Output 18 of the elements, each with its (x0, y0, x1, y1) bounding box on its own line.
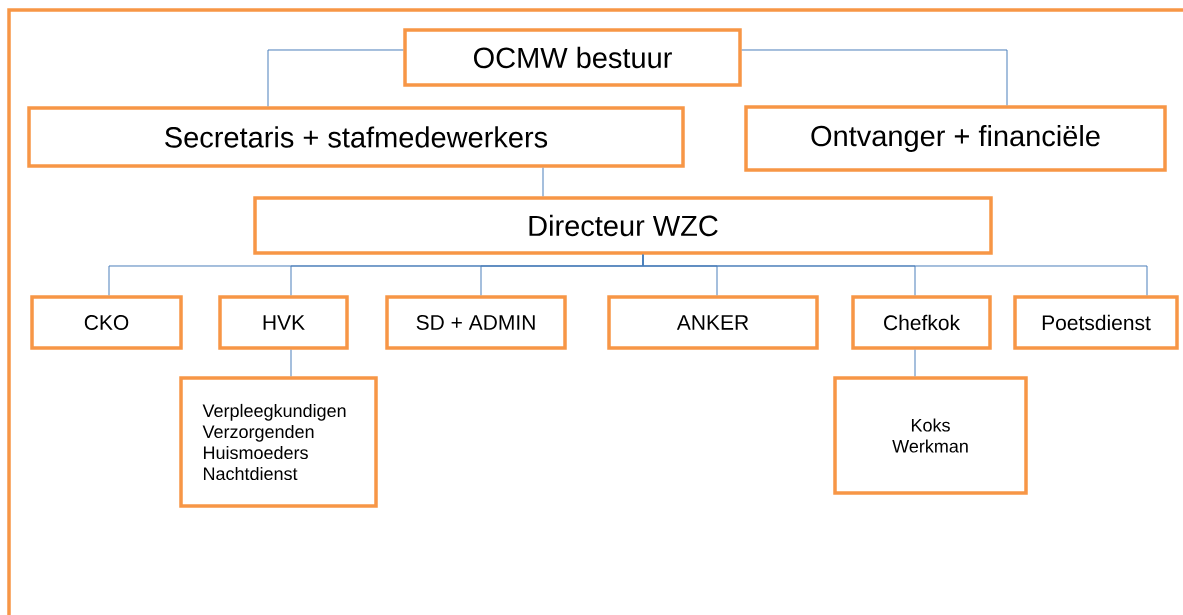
connector-line (290, 349, 292, 377)
connector-line (914, 349, 916, 377)
org-box: Verpleegkundigen Verzorgenden Huismoeders Nachtdienst (179, 376, 378, 508)
org-box: SD + ADMIN (385, 295, 567, 350)
org-box: Chefkok (851, 295, 992, 350)
org-box: ANKER (607, 295, 819, 350)
org-box: Directeur WZC (253, 196, 993, 255)
org-box: Poetsdienst (1013, 295, 1179, 350)
org-box: HVK (218, 295, 349, 350)
org-box: OCMW bestuur (403, 28, 742, 87)
org-box: CKO (30, 295, 183, 350)
connector-line (542, 167, 544, 197)
org-box: Secretaris + stafmedewerkers (27, 106, 685, 168)
connector-line (642, 254, 1148, 296)
connector-line (741, 49, 1008, 106)
org-box: Ontvanger + financiële (744, 105, 1167, 172)
org-box: Koks Werkman (833, 376, 1028, 495)
connector-line (267, 49, 404, 107)
